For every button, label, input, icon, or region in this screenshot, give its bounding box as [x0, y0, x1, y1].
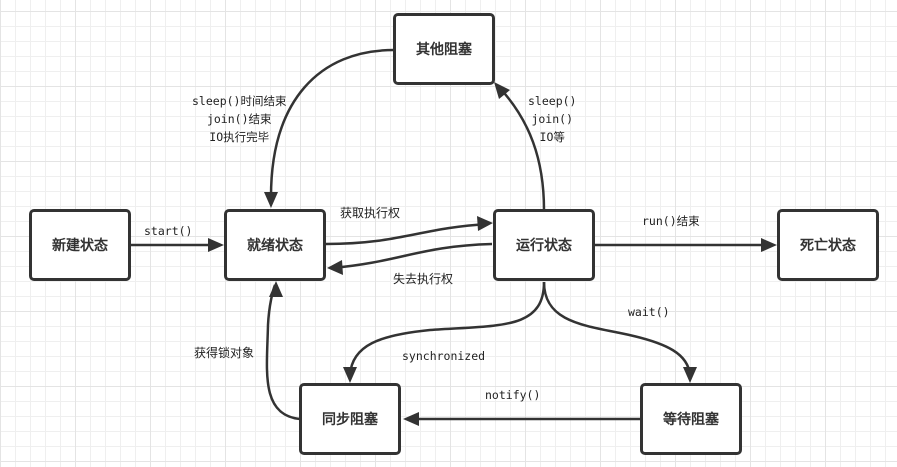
arrowhead-ready-bottom [269, 281, 283, 297]
label-start: start() [144, 224, 193, 238]
edge-lose-cpu [331, 242, 493, 270]
node-new-state[interactable]: 新建状态 [29, 209, 131, 281]
label-to-other-blocked: sleep() join() IO等 [528, 92, 576, 146]
node-ready-state[interactable]: 就绪状态 [224, 209, 326, 281]
node-running-state-label: 运行状态 [516, 238, 572, 254]
node-wait-blocked-label: 等待阻塞 [663, 412, 719, 428]
label-join: join() [531, 112, 573, 126]
label-lose-cpu: 失去执行权 [393, 272, 454, 286]
label-synchronized: synchronized [402, 349, 486, 363]
edge-wait [542, 281, 692, 376]
edge-synchronized [348, 281, 546, 376]
arrowhead-start [208, 238, 224, 252]
label-from-other-blocked: sleep()时间结束 join()结束 IO执行完毕 [192, 92, 286, 146]
label-sleep-end: sleep()时间结束 [192, 94, 287, 108]
node-sync-blocked[interactable]: 同步阻塞 [299, 383, 401, 455]
node-dead-state[interactable]: 死亡状态 [777, 209, 879, 281]
label-io-end: IO执行完毕 [209, 130, 270, 144]
node-wait-blocked[interactable]: 等待阻塞 [640, 383, 742, 455]
node-ready-state-label: 就绪状态 [247, 238, 303, 254]
arrowhead-lose-cpu [327, 260, 343, 275]
edge-from-other-blocked [269, 48, 395, 201]
edge-get-lock [265, 284, 301, 421]
node-new-state-label: 新建状态 [52, 238, 108, 254]
arrowhead-wait [683, 367, 697, 383]
node-running-state[interactable]: 运行状态 [493, 209, 595, 281]
node-other-blocked[interactable]: 其他阻塞 [393, 13, 495, 85]
edge-to-other-blocked [497, 85, 546, 211]
node-other-blocked-label: 其他阻塞 [416, 42, 472, 58]
arrowhead-run-end [761, 238, 777, 252]
label-join-end: join()结束 [206, 112, 272, 126]
label-wait: wait() [628, 305, 670, 319]
label-get-lock: 获得锁对象 [194, 346, 255, 360]
node-sync-blocked-label: 同步阻塞 [322, 412, 378, 428]
arrowhead-other-blocked [494, 82, 510, 99]
label-notify: notify() [485, 388, 541, 402]
edge-get-cpu [325, 222, 489, 246]
arrowhead-sync [343, 367, 357, 383]
arrowhead-notify [403, 412, 419, 426]
node-dead-state-label: 死亡状态 [800, 238, 856, 254]
arrowhead-ready-top [264, 192, 278, 208]
label-get-cpu: 获取执行权 [340, 206, 401, 220]
label-run-end: run()结束 [642, 214, 700, 228]
label-sleep: sleep() [528, 94, 577, 108]
arrowhead-get-cpu [477, 216, 493, 231]
label-io: IO等 [539, 130, 565, 144]
